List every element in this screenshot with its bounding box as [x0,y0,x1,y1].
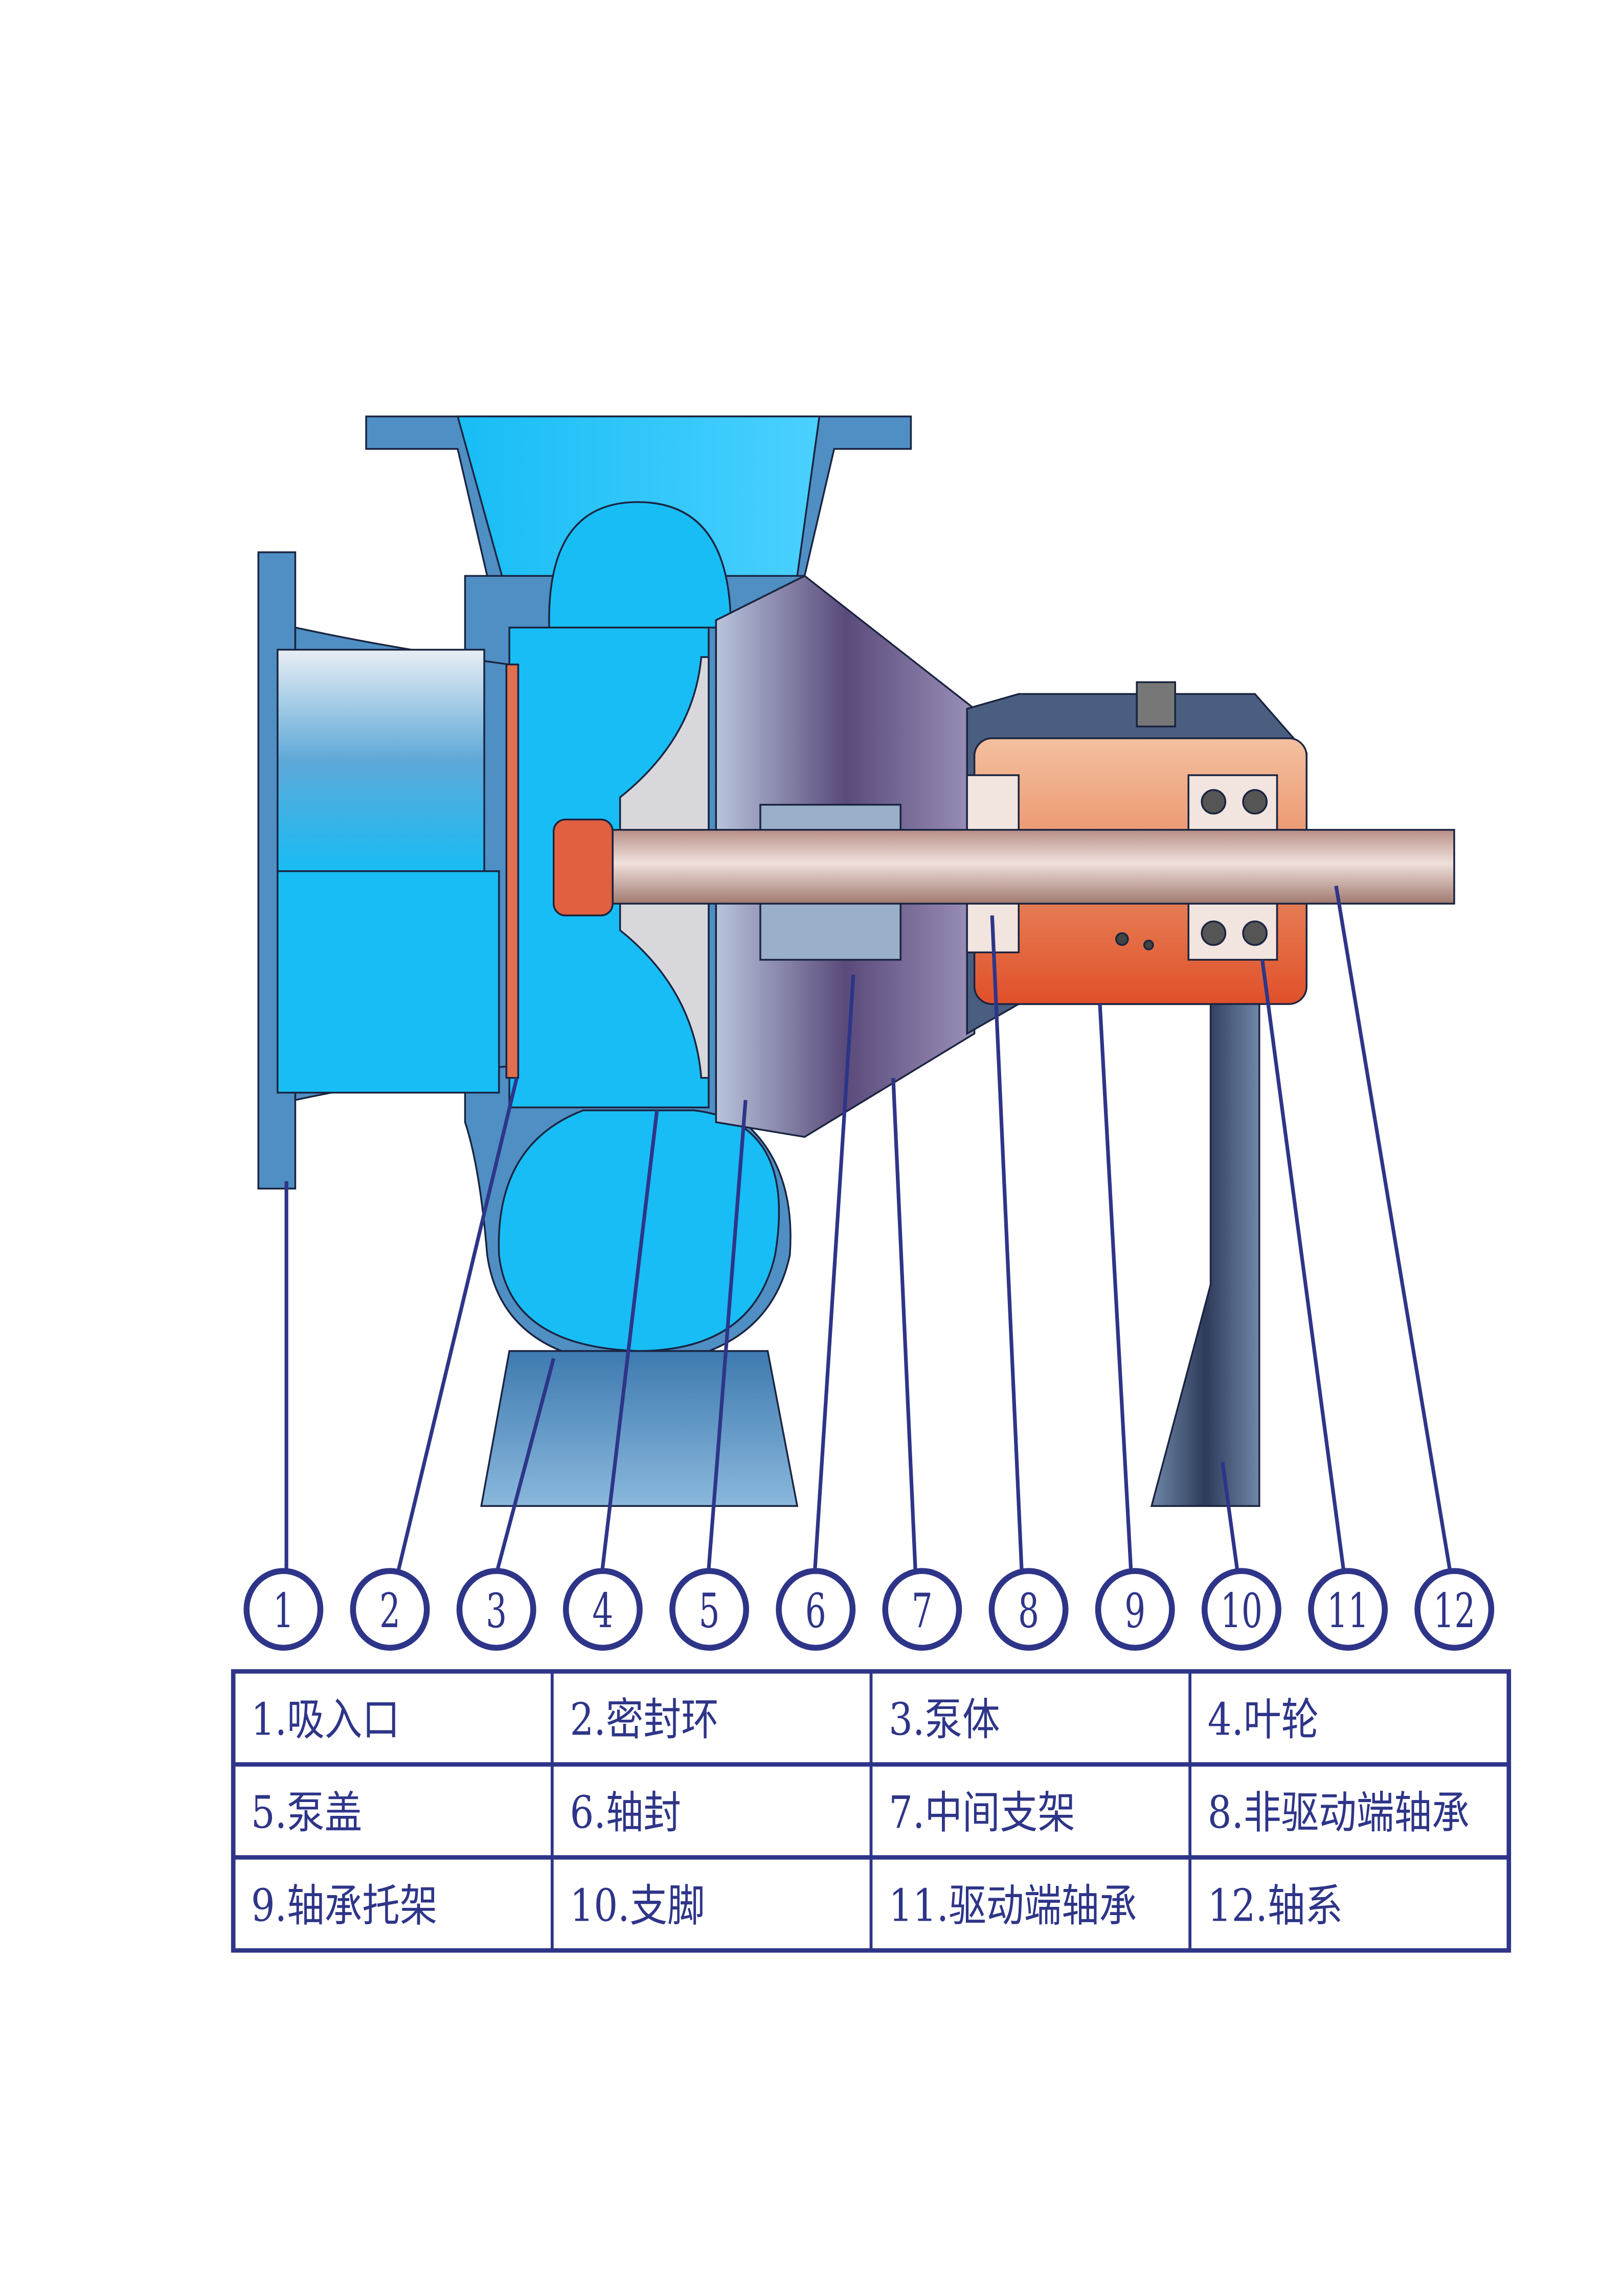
legend-cell: 4.叶轮 [1208,1694,1319,1745]
callout-circle [988,1568,1069,1651]
callout-1: 1 [243,1568,324,1651]
legend-cell: 5.泵盖 [251,1787,362,1838]
callout-circle [776,1568,856,1651]
inlet-passage [277,648,485,872]
callout-circle [456,1568,536,1651]
callout-number: 12 [1433,1583,1475,1638]
callout-10: 10 [1201,1568,1281,1651]
callout-5: 5 [669,1568,750,1651]
callout-number: 1 [273,1583,294,1638]
pump-foot [480,1350,799,1507]
callout-number: 2 [379,1583,400,1638]
callout-circle [1414,1568,1495,1651]
callout-circle [1095,1568,1175,1651]
callout-circle [1308,1568,1388,1651]
legend-cell: 9.轴承托架 [251,1880,438,1931]
legend-cell: 3.泵体 [889,1694,1000,1745]
callout-circle [562,1568,643,1651]
shaft [612,829,1455,905]
callout-2: 2 [350,1568,430,1651]
callout-circle [669,1568,750,1651]
legend-cell: 12.轴系 [1208,1880,1343,1931]
callout-number: 5 [698,1583,719,1638]
legend-cell: 6.轴封 [570,1787,681,1838]
callout-number: 9 [1124,1583,1145,1638]
callout-4: 4 [562,1568,643,1651]
legend-cell: 7.中间支架 [889,1787,1075,1838]
legend-cell: 8.非驱动端轴承 [1208,1787,1470,1838]
breather-cap [1136,681,1177,728]
callout-circle [350,1568,430,1651]
callout-11: 11 [1308,1568,1388,1651]
callout-number: 4 [592,1583,613,1638]
legend-cell: 10.支脚 [570,1880,705,1931]
callout-7: 7 [882,1568,962,1651]
support-leg [1150,1003,1260,1507]
callout-number: 3 [486,1583,507,1638]
leader-lines [284,885,1452,1570]
callout-8: 8 [988,1568,1069,1651]
volute-top [548,501,732,628]
callout-number: 10 [1221,1583,1262,1638]
legend-cell: 1.吸入口 [251,1694,400,1745]
callout-number: 7 [912,1583,933,1638]
callout-3: 3 [456,1568,536,1651]
callout-9: 9 [1095,1568,1175,1651]
legend-table [231,1669,1512,1953]
callout-circle [243,1568,324,1651]
callout-number: 11 [1327,1583,1369,1638]
callout-12: 12 [1414,1568,1495,1651]
callout-circle [882,1568,962,1651]
legend-cell: 2.密封环 [570,1694,718,1745]
callout-number: 6 [805,1583,826,1638]
callout-number: 8 [1018,1583,1039,1638]
callout-6: 6 [776,1568,856,1651]
inlet-passage-lower [277,870,500,1094]
callout-circle [1201,1568,1281,1651]
wear-ring [505,663,520,1079]
impeller-nut [552,818,614,916]
legend-cell: 11.驱动端轴承 [889,1880,1137,1931]
